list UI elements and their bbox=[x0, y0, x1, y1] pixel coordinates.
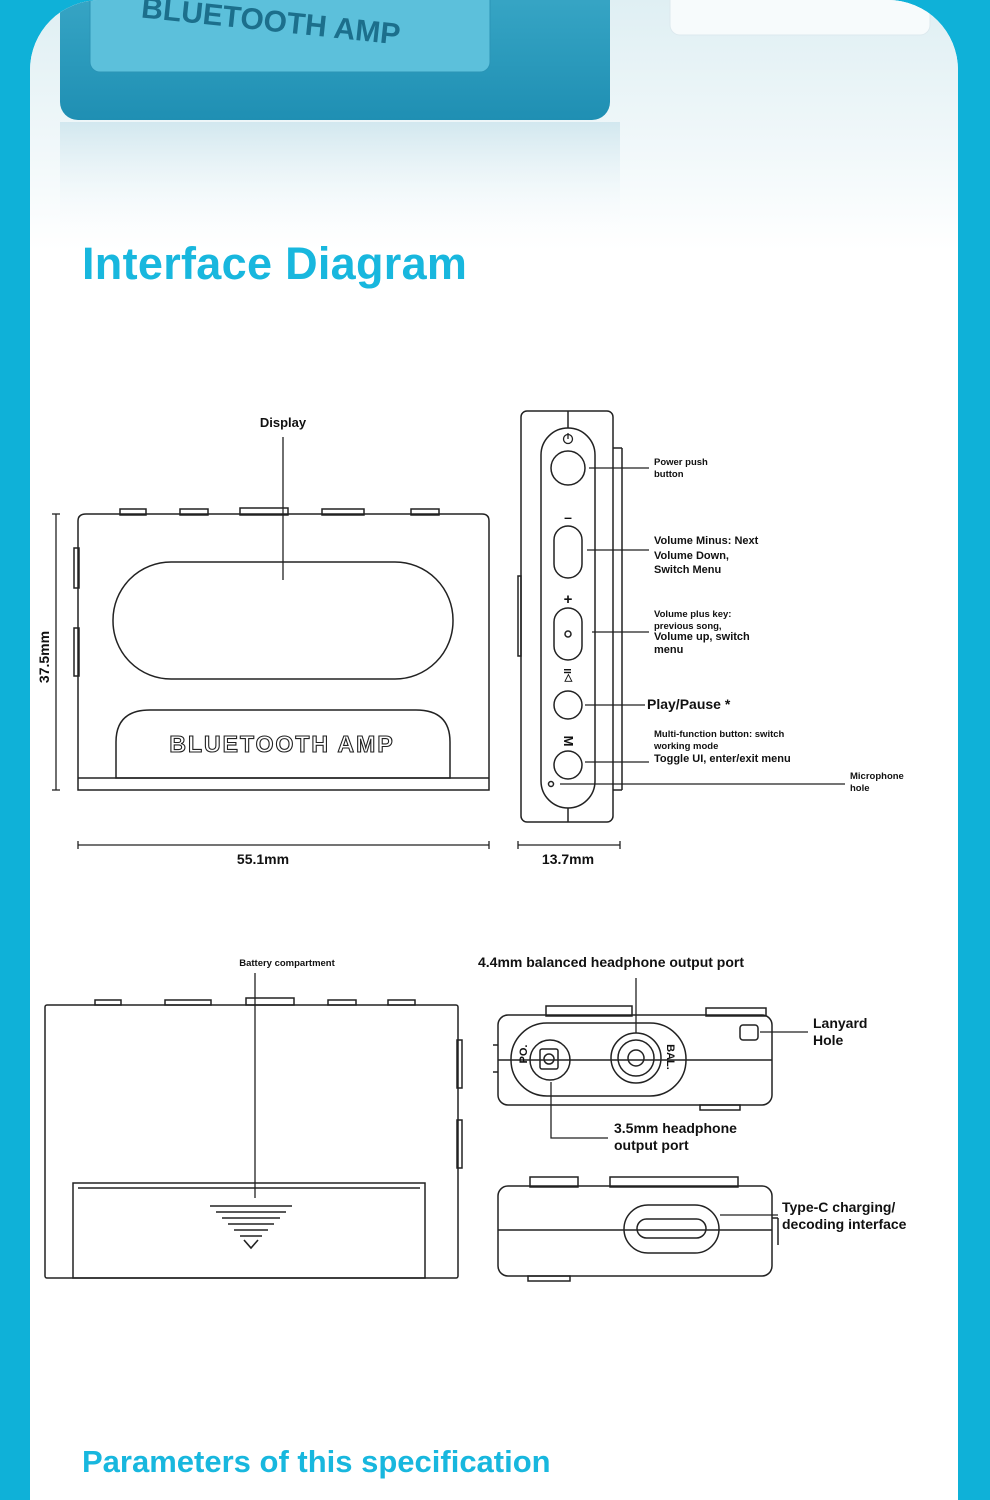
multi-function-label: Multi-function button: switch bbox=[654, 729, 785, 740]
dimension-lines bbox=[52, 513, 621, 849]
type-c-label: Type-C charging/ bbox=[782, 1199, 895, 1215]
back-view bbox=[44, 997, 463, 1279]
volume-plus-button bbox=[553, 607, 583, 661]
lanyard-label: Lanyard bbox=[813, 1015, 867, 1031]
power-label: Power push bbox=[654, 457, 708, 468]
front-brand-text: BLUETOOTH AMP bbox=[169, 731, 394, 757]
volume-minus-label-3: Switch Menu bbox=[654, 564, 721, 576]
lanyard-hole bbox=[739, 1024, 759, 1041]
content-card: BLUETOOTH AMP Interface Diagram Paramete… bbox=[30, 0, 958, 1500]
hero-second-device bbox=[669, 0, 931, 36]
headphone-35-label-2: output port bbox=[614, 1137, 689, 1153]
labels: Display 37.5mm 55.1mm 13.7mm Power push … bbox=[36, 415, 907, 1232]
volume-plus-label-2: previous song, bbox=[654, 621, 722, 632]
bal-text: BAL. bbox=[664, 1044, 676, 1070]
display-label: Display bbox=[260, 415, 307, 430]
volume-plus-label-4: menu bbox=[654, 644, 683, 656]
play-pause-label: Play/Pause * bbox=[647, 696, 731, 712]
multi-function-label-2: working mode bbox=[653, 741, 718, 752]
microphone-hole bbox=[547, 780, 555, 788]
balanced-port-label: 4.4mm balanced headphone output port bbox=[478, 954, 744, 970]
play-pause-button bbox=[553, 690, 583, 720]
minus-glyph: – bbox=[564, 509, 572, 525]
power-label-2: button bbox=[654, 469, 684, 480]
headphone-35-label: 3.5mm headphone bbox=[614, 1120, 737, 1136]
volume-minus-button bbox=[553, 525, 583, 579]
volume-plus-label-3: Volume up, switch bbox=[654, 631, 750, 643]
width-dimension: 55.1mm bbox=[237, 851, 289, 867]
jack-3-5mm bbox=[529, 1039, 571, 1081]
height-dimension: 37.5mm bbox=[36, 631, 52, 683]
volume-plus-label: Volume plus key: bbox=[654, 609, 731, 620]
top-view bbox=[493, 1005, 773, 1111]
m-glyph: M bbox=[561, 736, 576, 747]
jack-panel bbox=[510, 1022, 687, 1097]
power-button bbox=[550, 450, 586, 486]
button-track bbox=[540, 427, 596, 809]
battery-label: Battery compartment bbox=[239, 958, 335, 969]
lanyard-label-2: Hole bbox=[813, 1032, 844, 1048]
battery-arrow-icon bbox=[210, 1205, 292, 1250]
type-c-label-2: decoding interface bbox=[782, 1216, 907, 1232]
front-device-outline bbox=[77, 513, 490, 791]
po-text: PO. bbox=[518, 1045, 530, 1064]
bottom-view bbox=[497, 1176, 779, 1282]
button-glyphs: – + ▷II M PO. BAL. bbox=[518, 433, 676, 1070]
multi-function-button bbox=[553, 750, 583, 780]
hero-device-face bbox=[89, 0, 491, 73]
leader-lines bbox=[254, 437, 845, 1216]
hero-banner: BLUETOOTH AMP bbox=[30, 0, 958, 250]
plus-glyph: + bbox=[564, 591, 573, 608]
type-c-port bbox=[636, 1218, 707, 1239]
microphone-label: Microphone bbox=[850, 771, 904, 782]
brand-plate bbox=[115, 709, 451, 779]
hero-reflection bbox=[60, 122, 620, 242]
front-view bbox=[73, 507, 490, 791]
play-pause-glyph: ▷II bbox=[563, 668, 574, 682]
microphone-label-2: hole bbox=[850, 783, 870, 794]
back-device-outline bbox=[44, 1004, 459, 1279]
side-view bbox=[517, 410, 623, 823]
depth-dimension: 13.7mm bbox=[542, 851, 594, 867]
hero-device-image: BLUETOOTH AMP bbox=[60, 0, 931, 242]
side-device-outline bbox=[520, 410, 614, 823]
volume-minus-label-2: Volume Down, bbox=[654, 550, 729, 562]
battery-door bbox=[72, 1182, 426, 1279]
multi-function-label-3: Toggle UI, enter/exit menu bbox=[654, 753, 791, 765]
bottom-device-outline bbox=[497, 1185, 773, 1277]
volume-minus-label: Volume Minus: Next bbox=[654, 535, 759, 547]
page-title: Interface Diagram bbox=[82, 238, 468, 289]
type-c-bezel bbox=[623, 1204, 720, 1254]
section-title: Parameters of this specification bbox=[82, 1444, 551, 1479]
